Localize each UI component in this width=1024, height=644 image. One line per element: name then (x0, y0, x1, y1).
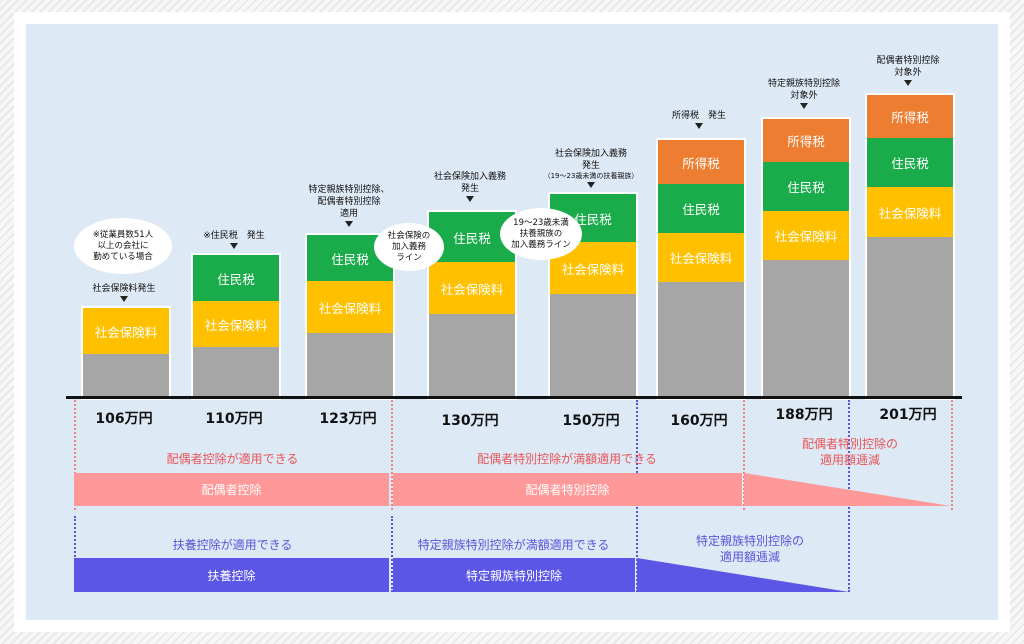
bar-130: 住民税 社会保険料 (427, 210, 517, 400)
social-insurance-segment: 社会保険料 (429, 262, 515, 314)
dependent-full-caption: 扶養控除が適用できる (172, 538, 293, 552)
note-160: 所得税 発生 (649, 110, 749, 129)
spouse-special-deduction-band: 配偶者特別控除 (393, 473, 742, 506)
note-106: 社会保険料発生 (74, 283, 174, 302)
guide-line (391, 516, 393, 592)
guide-line (74, 400, 76, 510)
resident-tax-segment: 住民税 (763, 162, 849, 211)
note-bubble-150: 19〜23歳未満 扶養親族の 加入義務ライン (500, 208, 582, 260)
resident-tax-segment: 住民税 (193, 255, 279, 301)
social-insurance-segment: 社会保険料 (193, 301, 279, 347)
bar-160: 所得税 住民税 社会保険料 (656, 138, 746, 400)
base-income-segment (83, 354, 169, 398)
note-130: 社会保険加入義務 発生 (420, 171, 520, 202)
social-insurance-segment: 社会保険料 (658, 233, 744, 282)
income-label-188: 188万円 (775, 407, 833, 423)
guide-line (391, 400, 393, 510)
spouse-full-caption: 配偶者控除が適用できる (166, 452, 299, 466)
base-income-segment (867, 237, 953, 398)
note-bubble-106: ※従業員数51人 以上の会社に 勤めている場合 (74, 218, 172, 274)
social-insurance-segment: 社会保険料 (83, 308, 169, 354)
spouse-deduction-band: 配偶者控除 (74, 473, 389, 506)
bar-110: 住民税 社会保険料 (191, 253, 281, 400)
income-tax-segment: 所得税 (763, 119, 849, 162)
income-label-110: 110万円 (205, 411, 263, 427)
resident-tax-segment: 住民税 (658, 184, 744, 233)
bar-201: 所得税 住民税 社会保険料 (865, 93, 955, 400)
income-tax-segment: 所得税 (658, 140, 744, 184)
dependent-deduction-band: 扶養控除 (74, 558, 389, 592)
spouse-reduction-wedge (744, 473, 951, 506)
base-income-segment (658, 282, 744, 398)
income-label-106: 106万円 (95, 411, 153, 427)
bar-106: 社会保険料 (81, 306, 171, 400)
spouse-reduce-caption: 配偶者特別控除の 適用額逓減 (801, 437, 898, 467)
guide-line (743, 400, 745, 510)
base-income-segment (307, 333, 393, 398)
base-income-segment (763, 260, 849, 398)
base-income-segment (193, 347, 279, 398)
note-123: 特定親族特別控除、 配偶者特別控除 適用 (294, 184, 404, 227)
dependent-reduce-caption: 特定親族特別控除の 適用額逓減 (695, 534, 804, 564)
bar-188: 所得税 住民税 社会保険料 (761, 117, 851, 400)
note-bubble-130: 社会保険の 加入義務 ライン (374, 223, 444, 271)
income-label-123: 123万円 (319, 411, 377, 427)
note-188: 特定親族特別控除 対象外 (754, 78, 854, 109)
social-insurance-segment: 社会保険料 (867, 187, 953, 237)
resident-tax-segment: 住民税 (867, 138, 953, 187)
dependent-special-caption: 特定親族特別控除が満額適用できる (417, 538, 610, 552)
guide-line (74, 516, 76, 592)
note-150-sub: （19〜23歳未満の扶養親族） (530, 172, 652, 188)
guide-line (951, 400, 953, 510)
social-insurance-segment: 社会保険料 (307, 281, 393, 333)
income-tax-segment: 所得税 (867, 95, 953, 138)
note-201: 配偶者特別控除 対象外 (858, 55, 958, 86)
note-110: ※住民税 発生 (184, 230, 284, 249)
social-insurance-segment: 社会保険料 (763, 211, 849, 260)
income-label-201: 201万円 (879, 407, 937, 423)
specific-relative-deduction-band: 特定親族特別控除 (393, 558, 635, 592)
note-150: 社会保険加入義務 発生 (554, 149, 627, 171)
base-income-segment (550, 294, 636, 398)
income-label-130: 130万円 (441, 413, 499, 429)
dependent-reduction-wedge (637, 558, 849, 592)
baseline (66, 396, 962, 399)
bar-150: 住民税 社会保険料 (548, 192, 638, 400)
spouse-special-caption: 配偶者特別控除が満額適用できる (477, 452, 657, 466)
income-label-150: 150万円 (562, 413, 620, 429)
base-income-segment (429, 314, 515, 398)
income-label-160: 160万円 (670, 413, 728, 429)
